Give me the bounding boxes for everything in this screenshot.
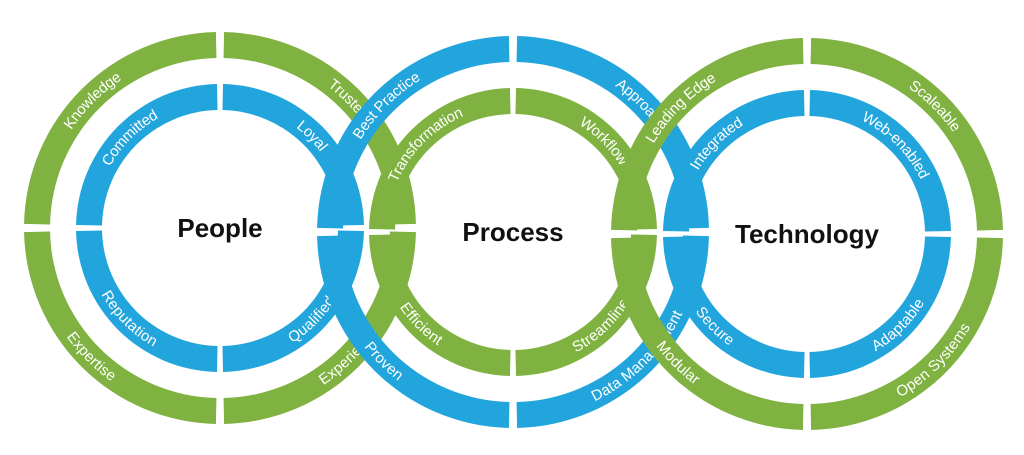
- outer-segment-open-systems: [810, 237, 1003, 430]
- outer-segment-proven: [317, 235, 510, 428]
- inner-segment-adaptable: [809, 236, 951, 378]
- inner-segment-efficient: [369, 234, 511, 376]
- circle-process: ApproachData ManagementProvenBest Practi…: [317, 36, 709, 428]
- inner-segment-integrated: [663, 90, 805, 232]
- outer-segment-knowledge: [24, 32, 217, 225]
- outer-segment-leading-edge: [611, 38, 804, 231]
- inner-segment-committed: [76, 84, 218, 226]
- inner-segment-transformation: [369, 88, 511, 230]
- outer-segment-scaleable-label: Scaleable: [906, 77, 964, 135]
- inner-segment-secure: [663, 236, 805, 378]
- outer-segment-expertise: [24, 231, 217, 424]
- outer-segment-knowledge-label: Knowledge: [60, 68, 124, 132]
- inner-segment-web-enabled-label: Web-enabled: [859, 108, 932, 181]
- inner-segment-web-enabled: [809, 90, 951, 232]
- center-label-process: Process: [462, 217, 563, 247]
- outer-segment-modular: [611, 237, 804, 430]
- outer-segment-best-practice: [317, 36, 510, 229]
- center-label-technology: Technology: [735, 219, 880, 249]
- circle-people: TrustedExperienceExpertiseKnowledgeLoyal…: [24, 32, 416, 424]
- inner-segment-reputation-label: Reputation: [98, 287, 160, 349]
- outer-segment-scaleable: [810, 38, 1003, 231]
- inner-segment-reputation: [76, 230, 218, 372]
- inner-segment-integrated-label: Integrated: [686, 114, 745, 173]
- inner-segment-committed-label: Committed: [98, 106, 160, 168]
- outer-segment-experience: [223, 231, 416, 424]
- center-label-people: People: [177, 213, 262, 243]
